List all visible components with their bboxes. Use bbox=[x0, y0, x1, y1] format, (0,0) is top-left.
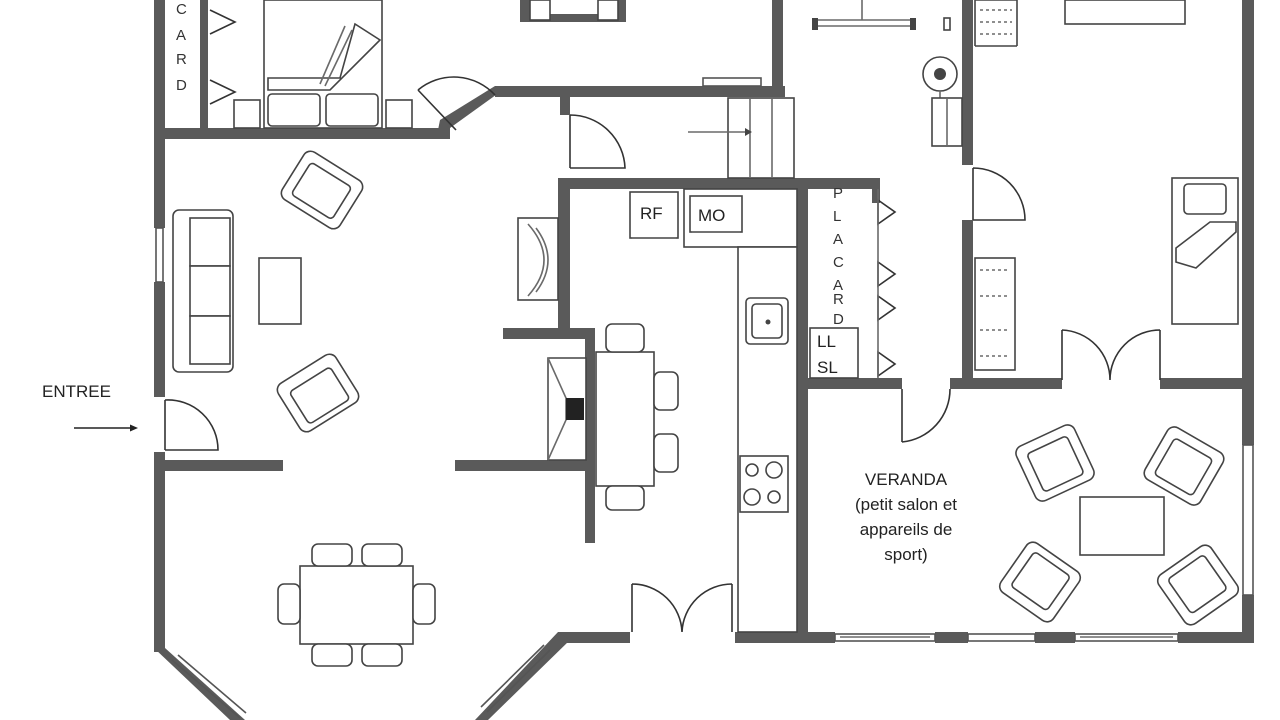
windows bbox=[155, 77, 1254, 642]
stairs bbox=[688, 97, 795, 179]
veranda-label: VERANDA bbox=[865, 470, 948, 489]
kitchen bbox=[595, 188, 859, 633]
dining-area bbox=[277, 543, 436, 667]
placard-right-letter: A bbox=[833, 277, 843, 294]
right-bedroom bbox=[974, 0, 1239, 371]
placard-left-letter: C bbox=[176, 1, 187, 18]
veranda-label: sport) bbox=[884, 545, 927, 564]
veranda bbox=[998, 424, 1240, 626]
veranda-label: appareils de bbox=[860, 520, 953, 539]
veranda-label: (petit salon et bbox=[855, 495, 957, 514]
fridge-box bbox=[629, 191, 679, 239]
living-room bbox=[172, 150, 587, 461]
text-labels: ENTREE C A R D P L A C A R D RF MO LL SL… bbox=[42, 1, 957, 564]
laundry-label: LL bbox=[817, 332, 836, 351]
right-placard bbox=[877, 189, 897, 378]
arrow-head bbox=[745, 128, 752, 136]
entree-label: ENTREE bbox=[42, 382, 111, 401]
placard-left-letter: D bbox=[176, 77, 187, 94]
walls bbox=[154, 0, 1254, 652]
bathroom bbox=[812, 0, 1018, 147]
left-bedroom bbox=[209, 0, 413, 129]
placard-left-letter: A bbox=[176, 27, 186, 44]
placard-right-letter: D bbox=[833, 311, 844, 328]
fridge-label: RF bbox=[640, 204, 663, 223]
placard-right-letter: A bbox=[833, 231, 843, 248]
placard-right-letter: L bbox=[833, 208, 841, 225]
microwave-label: MO bbox=[698, 206, 725, 225]
doors bbox=[164, 76, 1161, 633]
placard-right-letter: R bbox=[833, 291, 844, 308]
placard-right-letter: P bbox=[833, 185, 843, 202]
placard-left-letter: R bbox=[176, 51, 187, 68]
bay-window-walls bbox=[154, 86, 570, 720]
upper-room-furniture bbox=[529, 0, 619, 21]
laundry-box bbox=[809, 327, 859, 379]
placard-right-letter: C bbox=[833, 254, 844, 271]
laundry-label: SL bbox=[817, 358, 838, 377]
